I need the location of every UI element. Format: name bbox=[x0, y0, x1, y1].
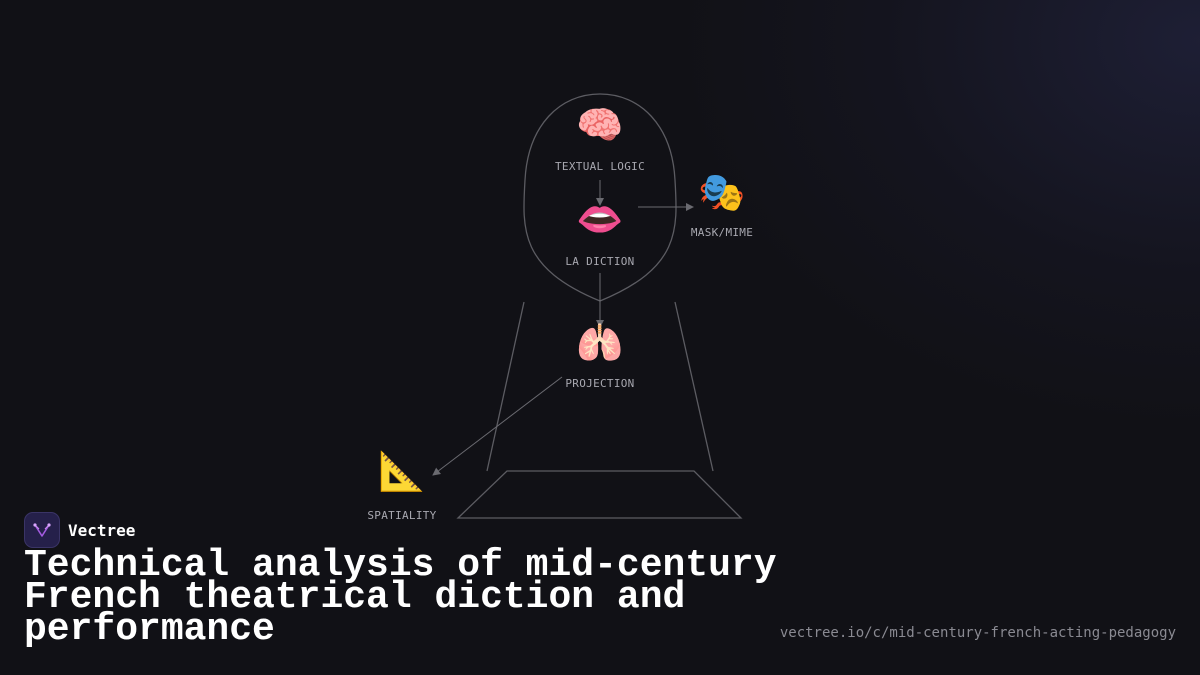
head-outline bbox=[523, 93, 677, 302]
brand: Vectree bbox=[24, 512, 135, 548]
lungs-icon: 🫁 bbox=[576, 321, 624, 365]
torso-right-line bbox=[674, 301, 714, 472]
node-label-projection: PROJECTION bbox=[565, 377, 635, 390]
mouth-icon: 👄 bbox=[576, 197, 624, 241]
brain-icon: 🧠 bbox=[576, 103, 624, 147]
base-trapezoid bbox=[456, 470, 743, 519]
node-label-mask-mime: MASK/MIME bbox=[690, 226, 754, 239]
node-label-spatiality: SPATIALITY bbox=[367, 509, 437, 522]
source-url[interactable]: vectree.io/c/mid-century-french-acting-p… bbox=[779, 625, 1176, 641]
triangular-ruler-icon: 📐 bbox=[378, 449, 426, 493]
brand-name: Vectree bbox=[68, 520, 136, 540]
node-label-la-diction: LA DICTION bbox=[565, 255, 635, 268]
theater-masks-icon: 🎭 bbox=[698, 170, 746, 214]
page-title: Technical analysis of mid-century French… bbox=[24, 544, 777, 651]
vectree-mark-icon bbox=[33, 523, 51, 537]
torso-left-line bbox=[486, 301, 525, 472]
vectree-logo-icon bbox=[24, 512, 60, 548]
edge-projection-to-spatiality bbox=[432, 376, 563, 476]
node-label-textual-logic: TEXTUAL LOGIC bbox=[555, 160, 645, 173]
